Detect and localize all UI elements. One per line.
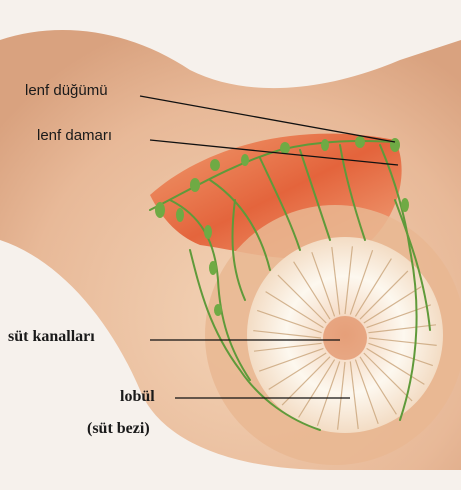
label-lymph-node: lenf düğümü <box>25 82 108 99</box>
areola <box>323 316 367 360</box>
label-lymph-vessel: lenf damarı <box>37 127 112 144</box>
label-milk-ducts: süt kanalları <box>8 328 95 346</box>
label-lobule-note: (süt bezi) <box>87 420 150 438</box>
label-lobule: lobül <box>120 388 155 406</box>
